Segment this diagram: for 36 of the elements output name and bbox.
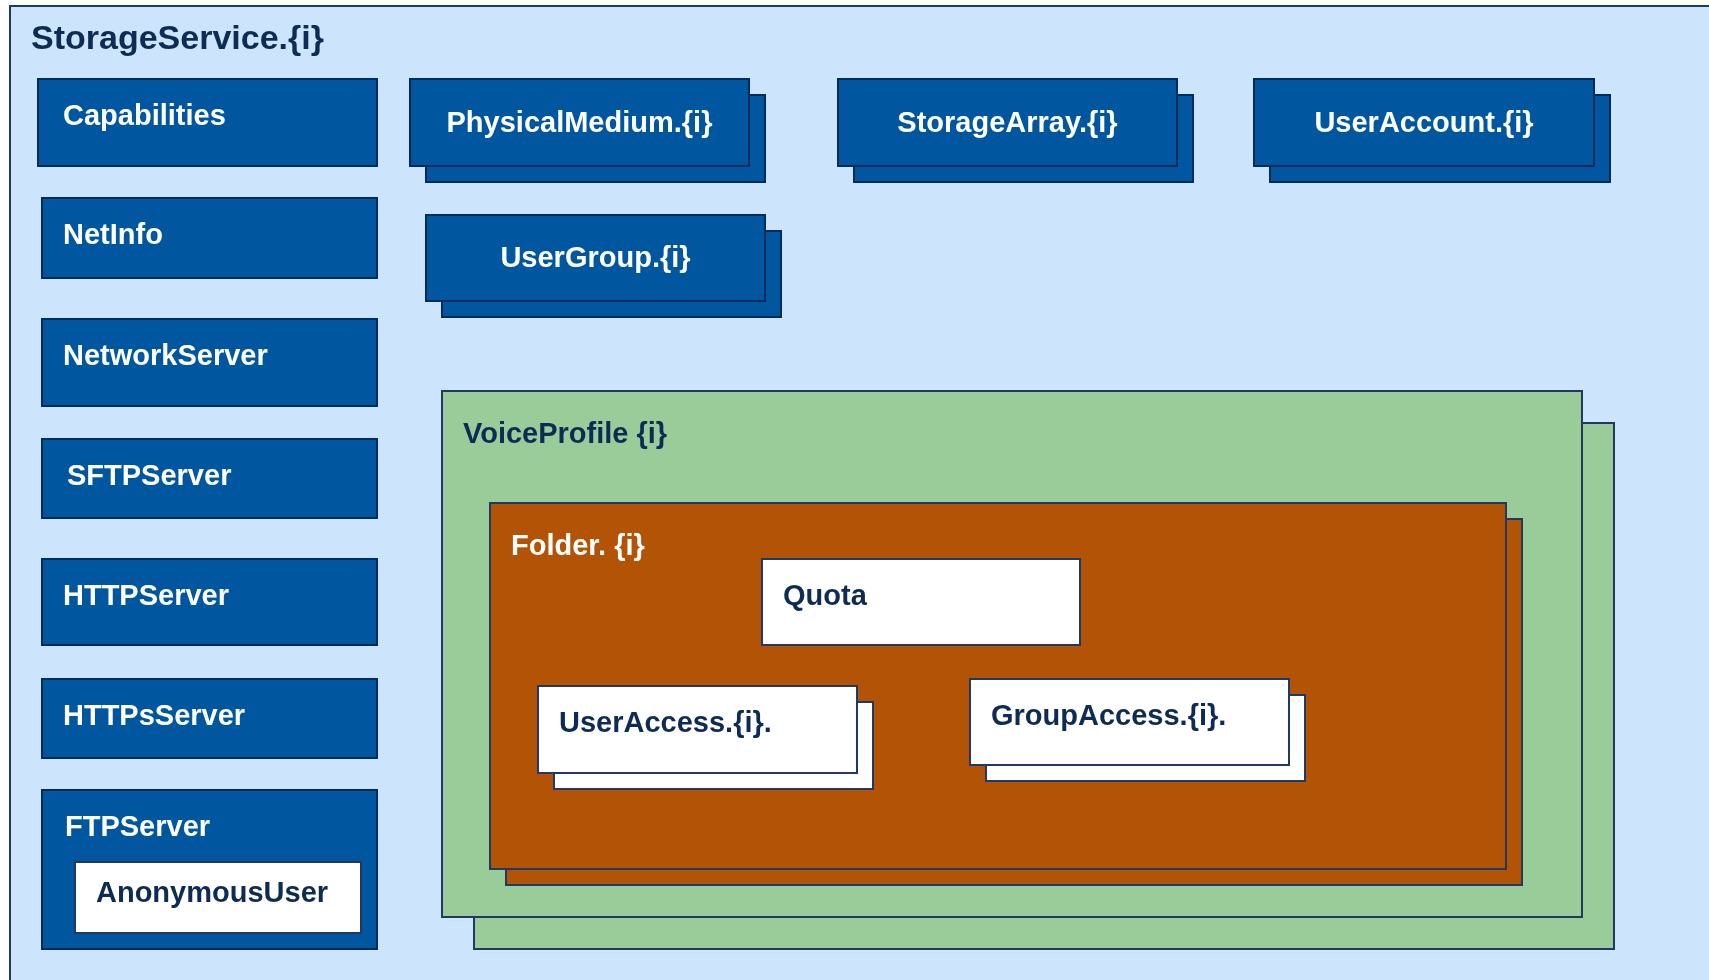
node-label: NetworkServer bbox=[63, 340, 268, 372]
object-box bbox=[761, 558, 1081, 646]
node-label: StorageArray.{i} bbox=[897, 106, 1118, 139]
node-label: Quota bbox=[783, 580, 867, 612]
object-box bbox=[969, 678, 1290, 766]
node-label: UserAccount.{i} bbox=[1314, 106, 1534, 139]
object-box bbox=[37, 78, 378, 167]
object-box bbox=[41, 789, 378, 950]
object-box bbox=[74, 861, 362, 934]
node-label: HTTPServer bbox=[63, 580, 229, 612]
object-box bbox=[409, 78, 750, 167]
node-label: NetInfo bbox=[63, 219, 163, 251]
object-box bbox=[837, 78, 1178, 167]
node-label: AnonymousUser bbox=[96, 877, 329, 909]
node-label: SFTPServer bbox=[67, 460, 232, 492]
object-box bbox=[41, 197, 378, 279]
node-label: StorageService.{i} bbox=[31, 19, 324, 57]
object-box bbox=[425, 214, 766, 302]
object-box bbox=[41, 678, 378, 759]
node-label: Capabilities bbox=[63, 100, 226, 132]
container-panel bbox=[9, 5, 1709, 980]
node-label: Folder. {i} bbox=[511, 530, 645, 562]
group-panel bbox=[441, 390, 1583, 918]
node-label: UserAccess.{i}. bbox=[559, 707, 772, 739]
folder-panel bbox=[489, 502, 1507, 870]
node-label: FTPServer bbox=[65, 811, 211, 843]
node-label: VoiceProfile {i} bbox=[463, 418, 668, 450]
node-label: HTTPsServer bbox=[63, 700, 246, 732]
object-box bbox=[537, 685, 858, 774]
node-label: GroupAccess.{i}. bbox=[991, 700, 1227, 732]
node-label: UserGroup.{i} bbox=[500, 242, 691, 274]
object-box bbox=[41, 318, 378, 407]
object-box bbox=[41, 558, 378, 646]
object-box bbox=[1253, 78, 1595, 167]
object-box bbox=[41, 438, 378, 519]
node-label: PhysicalMedium.{i} bbox=[446, 106, 713, 139]
